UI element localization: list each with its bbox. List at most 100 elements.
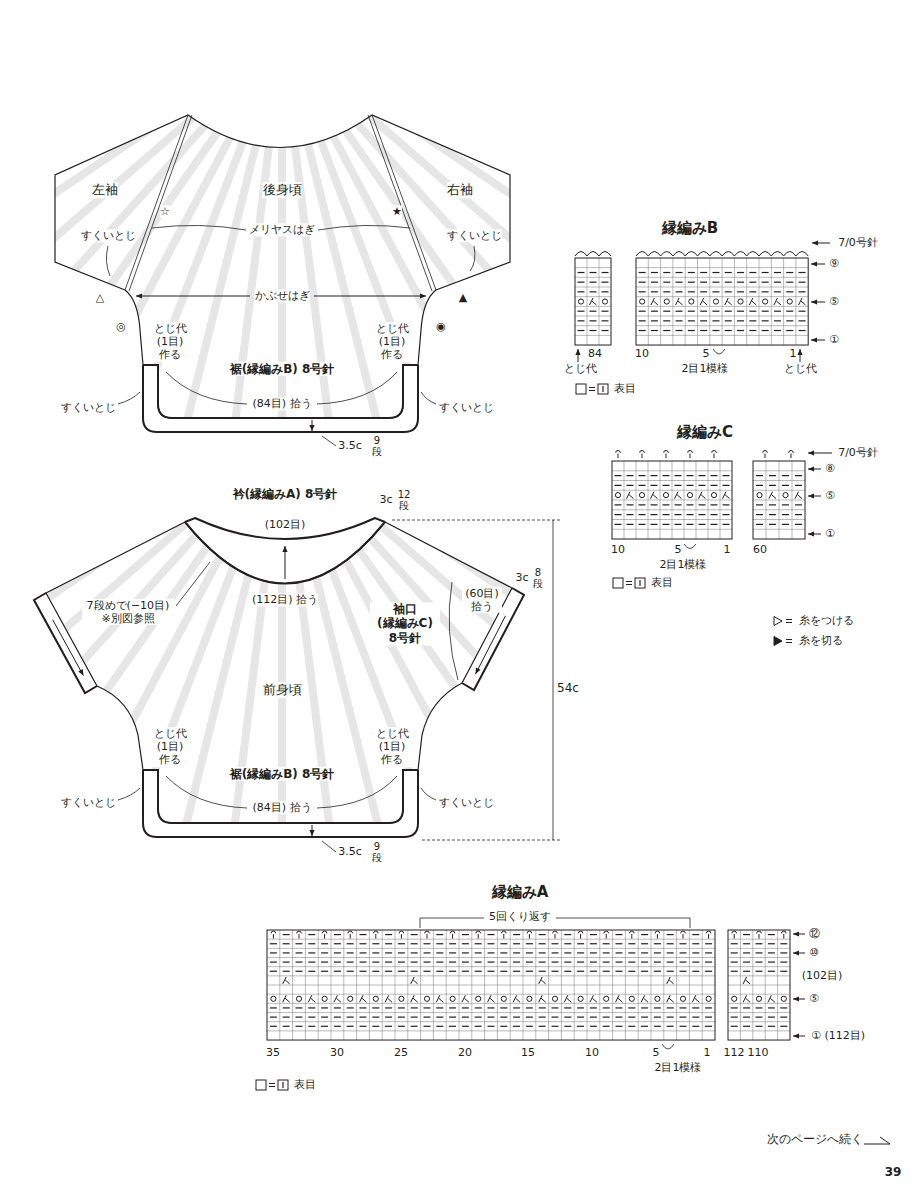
grid-line: [575, 316, 611, 317]
label-holder: 裾(縁編みB) 8号針: [230, 362, 335, 376]
stitch-symbol: [667, 952, 674, 953]
stitch-symbol: [711, 475, 718, 476]
stitch-symbol: [780, 1017, 787, 1018]
stitch-symbol: [628, 1026, 635, 1027]
stitch-symbol: [526, 1007, 533, 1008]
symbol: [786, 619, 792, 622]
stitch-symbol: [513, 961, 520, 962]
label-holder: ⑤: [825, 489, 835, 502]
symbol: [282, 1082, 283, 1088]
stitch-symbol: [782, 514, 789, 515]
annotation: 10: [635, 347, 649, 360]
stitch-symbol: [526, 952, 533, 953]
label-holder: (102目): [265, 518, 306, 531]
label-holder: 7/0号針: [838, 236, 878, 249]
stitch-symbol: [539, 977, 546, 984]
stitch-symbol: [774, 311, 781, 312]
stitch-symbol: [780, 971, 787, 972]
stitch-symbol: [692, 961, 699, 962]
stitch-symbol: [749, 330, 756, 331]
label-holder: 3c: [515, 571, 528, 584]
label-holder: とじ代: [784, 362, 817, 375]
stitch-symbol: [749, 291, 756, 292]
stitch-symbol: [398, 1007, 405, 1008]
stitch-symbol: [283, 961, 290, 962]
stitch-symbol: [705, 1017, 712, 1018]
grid-line: [728, 994, 790, 995]
stitch-symbol: [799, 298, 806, 305]
grid-line: [734, 258, 735, 345]
label-holder: ①: [825, 527, 835, 540]
grid-border: [636, 258, 808, 345]
bind-off-symbol: [636, 252, 808, 257]
stitch-symbol: [743, 961, 750, 962]
stitch-symbol: [488, 1017, 495, 1018]
stitch-symbol: [762, 282, 769, 283]
stitch-symbol: [692, 1017, 699, 1018]
stitch-symbol: [756, 504, 763, 505]
stitch-symbol: [667, 1026, 674, 1027]
stitch-symbol: [663, 524, 670, 525]
annotation: △: [96, 291, 104, 304]
stitch-symbol: [564, 995, 571, 1002]
annotation: とじ代 (1目) 作る: [150, 727, 190, 767]
stitch-symbol: [732, 996, 737, 1001]
label-holder: ◎: [116, 320, 126, 333]
stitch-symbol: [360, 934, 367, 935]
stitch-symbol: [590, 298, 597, 305]
stitch-symbol: [270, 952, 277, 953]
stitch-symbol: [725, 282, 732, 283]
stitch-symbol: [641, 961, 648, 962]
annotation: 10: [611, 543, 625, 556]
annotation: 8段: [533, 567, 543, 589]
grid-line: [587, 258, 588, 345]
node-text-holder: 後身頃: [263, 182, 302, 198]
leader-line: [322, 841, 336, 852]
stitch-symbol: [731, 1026, 738, 1027]
stitch-symbol: [513, 943, 520, 944]
stitch-symbol: [385, 971, 392, 972]
stitch-symbol: [712, 291, 719, 292]
stitch-symbol: [699, 475, 706, 476]
annotation: すくいとじ: [439, 401, 494, 414]
grid-line: [783, 258, 784, 345]
stitch-symbol: [450, 996, 455, 1001]
stitch-symbol: [539, 971, 546, 972]
stitch-symbol: [639, 475, 646, 476]
stitch-symbol: [411, 943, 418, 944]
stitch-symbol: [654, 1026, 661, 1027]
stitch-symbol: [769, 514, 776, 515]
stitch-symbol: [615, 475, 622, 476]
stitch-symbol: [795, 492, 802, 499]
stitch-symbol: [743, 977, 750, 984]
annotation: 衿(縁編みA) 8号針: [233, 487, 338, 501]
stitch-symbol: [308, 943, 315, 944]
stitch-symbol: [462, 952, 469, 953]
grid-line: [575, 267, 611, 268]
legend-sample: [255, 1079, 291, 1091]
stitch-symbol: [688, 282, 695, 283]
stitch-symbol: [513, 1007, 520, 1008]
label-holder: 7/0号針: [838, 446, 878, 459]
stitch-symbol: [743, 971, 750, 972]
label-holder: 1: [724, 543, 731, 556]
stitch-symbol: [688, 311, 695, 312]
label-holder: 84: [588, 347, 602, 360]
piece-name: 右袖: [447, 182, 473, 198]
stitch-symbol: [475, 943, 482, 944]
annotation: 20: [458, 1046, 472, 1059]
label-holder: (84目) 拾う: [252, 801, 311, 814]
label-holder: 112: [724, 1046, 745, 1059]
annotation: (84目) 拾う: [252, 801, 311, 814]
legend-sample: [772, 635, 796, 647]
stitch-symbol: [603, 943, 610, 944]
stripe: [282, 440, 922, 849]
stitch-symbol: [578, 291, 585, 292]
stitch-symbol: [725, 291, 732, 292]
stitch-symbol: [654, 961, 661, 962]
stitch-symbol: [706, 931, 711, 939]
stitch-symbol: [616, 450, 621, 458]
stitch-symbol: [706, 996, 711, 1001]
stitch-symbol: [334, 1007, 341, 1008]
stitch-symbol: [296, 1026, 303, 1027]
